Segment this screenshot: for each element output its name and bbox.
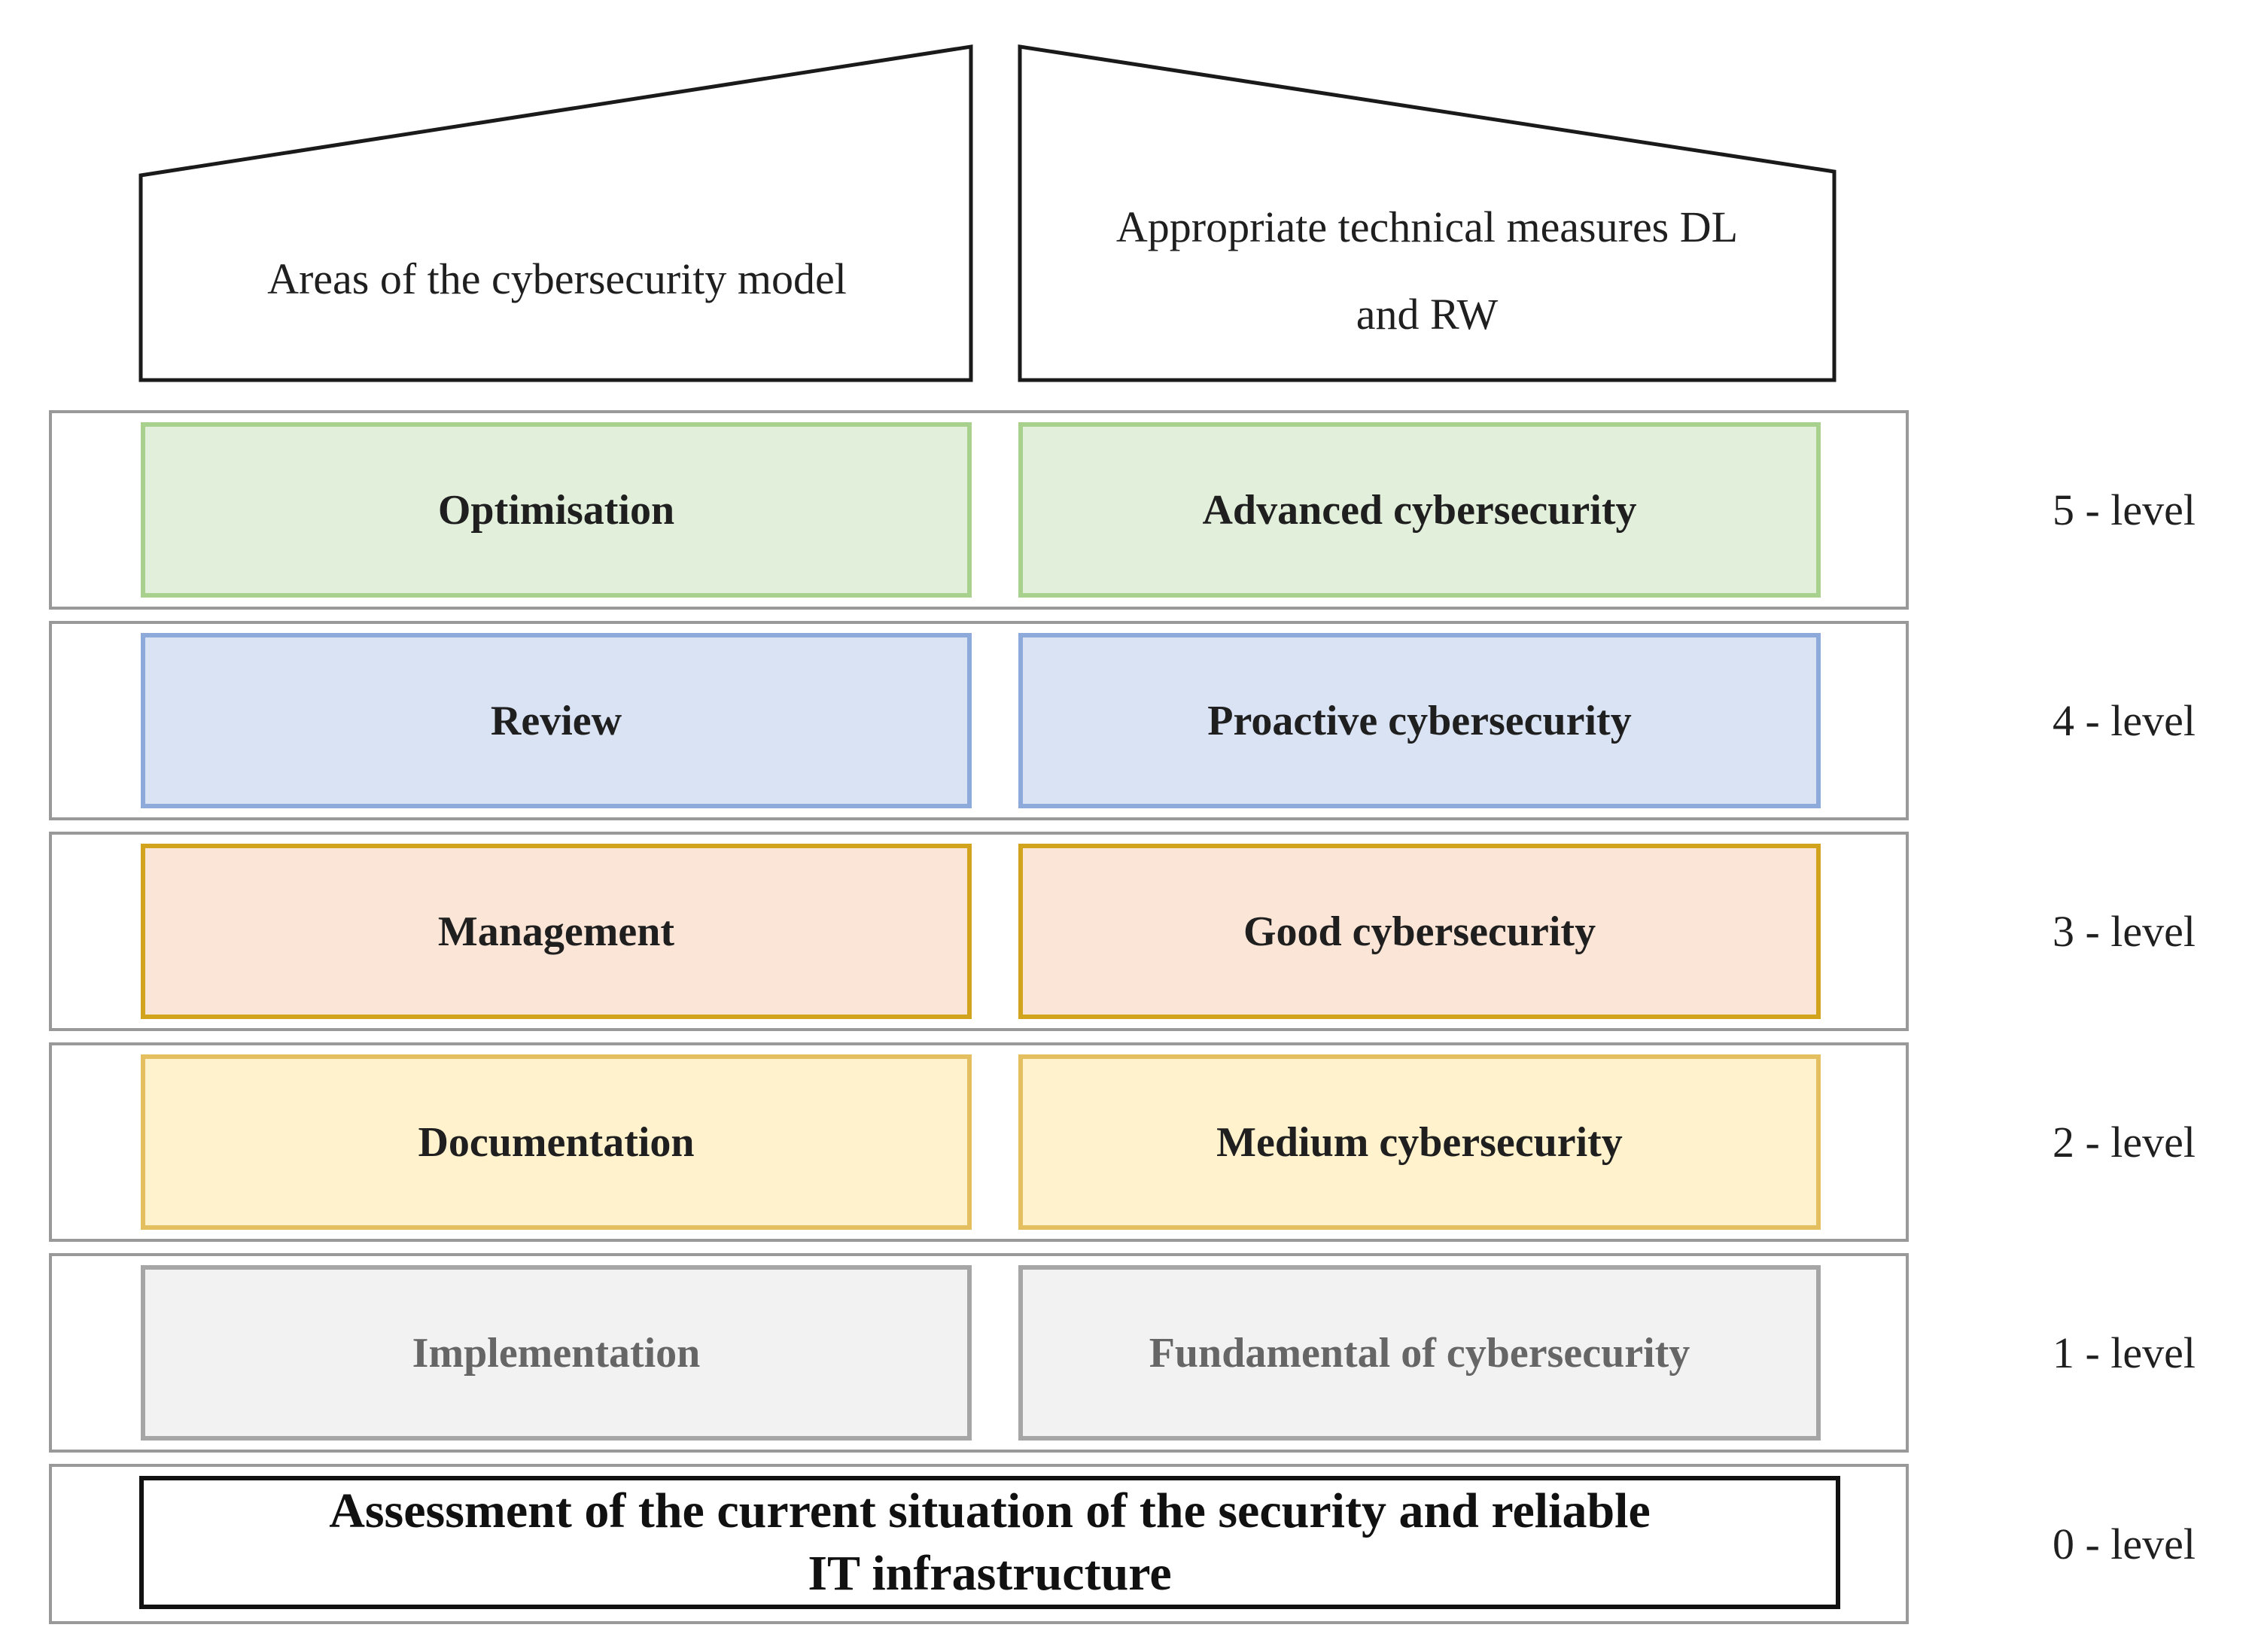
area-box-level-5: Optimisation: [141, 422, 972, 598]
header-right-shape: [1018, 44, 1836, 382]
measure-box-level-4: Proactive cybersecurity: [1018, 633, 1821, 808]
area-label-level-5: Optimisation: [437, 486, 675, 534]
level-label-2: 2 - level: [2052, 1118, 2196, 1167]
area-label-level-3: Management: [437, 908, 675, 955]
level-label-3: 3 - level: [2052, 907, 2196, 956]
measure-box-level-1: Fundamental of cybersecurity: [1018, 1265, 1821, 1441]
measure-box-level-5: Advanced cybersecurity: [1018, 422, 1821, 598]
area-label-level-4: Review: [490, 697, 622, 744]
measure-label-level-2: Medium cybersecurity: [1216, 1118, 1623, 1166]
level-label-0: 0 - level: [2052, 1520, 2196, 1568]
header-right-line-1: Appropriate technical measures DL: [1115, 202, 1739, 251]
assessment-line-2: IT infrastructure: [808, 1545, 1172, 1601]
header-left-label: Areas of the cybersecurity model: [267, 254, 847, 303]
area-box-level-4: Review: [141, 633, 972, 808]
level-label-1: 1 - level: [2052, 1328, 2196, 1377]
measure-label-level-5: Advanced cybersecurity: [1202, 486, 1637, 534]
header-right-line-2: and RW: [1356, 290, 1499, 339]
level-label-5: 5 - level: [2052, 485, 2196, 534]
measure-label-level-3: Good cybersecurity: [1243, 908, 1596, 955]
level-row-4: Review Proactive cybersecurity: [49, 621, 1909, 820]
area-box-level-2: Documentation: [141, 1054, 972, 1230]
level-row-5: Optimisation Advanced cybersecurity: [49, 410, 1909, 610]
header-left-shape: [138, 44, 973, 382]
area-label-level-1: Implementation: [412, 1329, 701, 1377]
level-row-3: Management Good cybersecurity: [49, 832, 1909, 1031]
header-shapes: [138, 44, 1836, 382]
area-label-level-2: Documentation: [418, 1118, 695, 1166]
header-right-label: Appropriate technical measures DL and RW: [1030, 169, 1824, 373]
assessment-line-1: Assessment of the current situation of t…: [329, 1483, 1651, 1538]
measure-label-level-4: Proactive cybersecurity: [1207, 697, 1632, 744]
measure-box-level-3: Good cybersecurity: [1018, 844, 1821, 1019]
level-row-2: Documentation Medium cybersecurity: [49, 1042, 1909, 1242]
level-row-0: Assessment of the current situation of t…: [49, 1464, 1909, 1624]
measure-box-level-2: Medium cybersecurity: [1018, 1054, 1821, 1230]
area-box-level-1: Implementation: [141, 1265, 972, 1441]
level-label-4: 4 - level: [2052, 696, 2196, 745]
level-row-1: Implementation Fundamental of cybersecur…: [49, 1253, 1909, 1453]
area-box-level-3: Management: [141, 844, 972, 1019]
assessment-box: Assessment of the current situation of t…: [139, 1476, 1840, 1609]
measure-label-level-1: Fundamental of cybersecurity: [1149, 1329, 1690, 1377]
